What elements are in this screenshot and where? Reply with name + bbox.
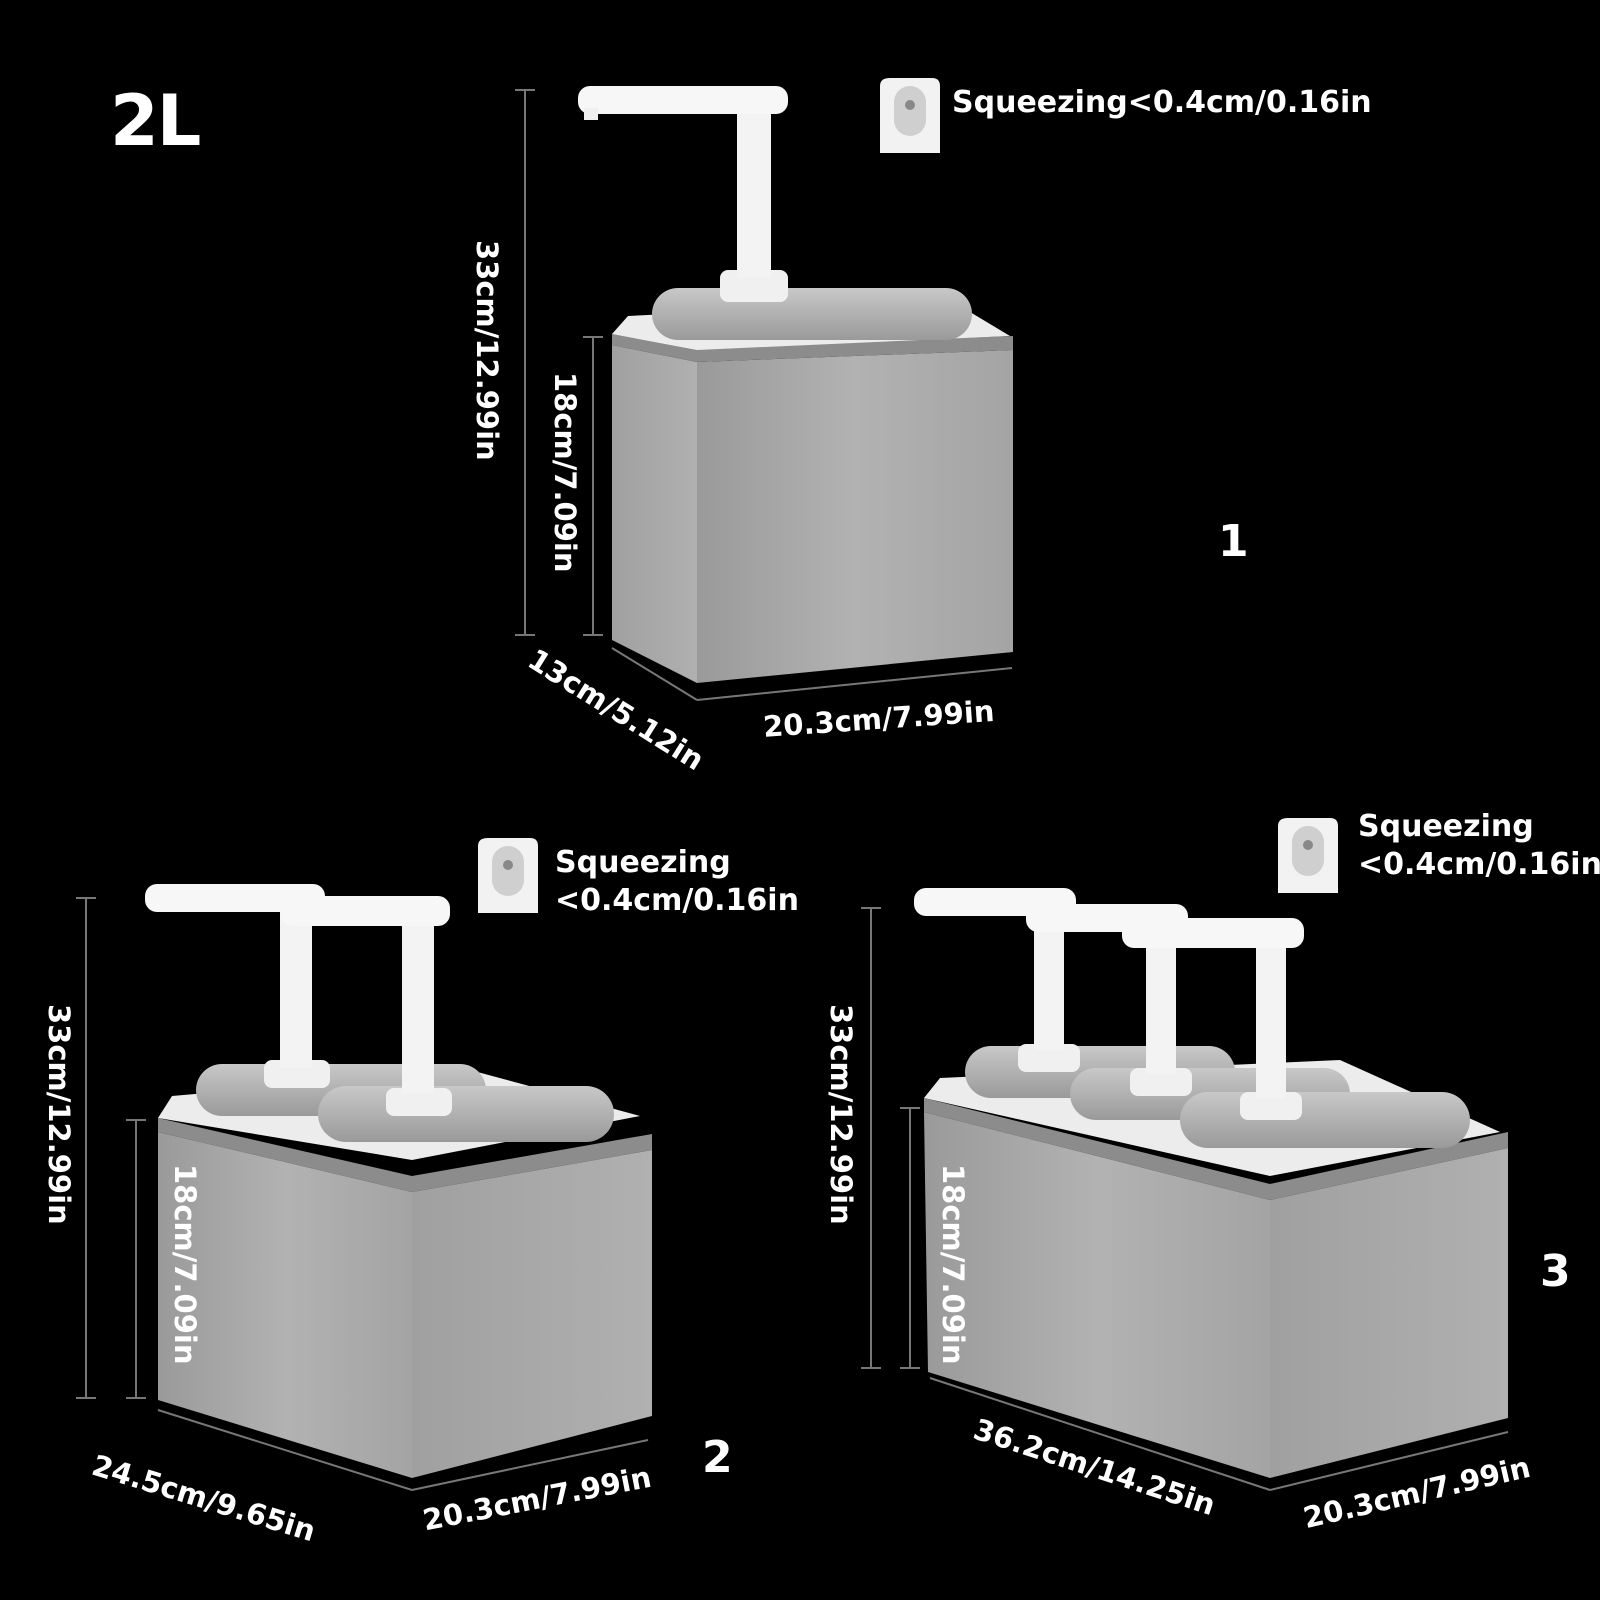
capacity-label: 2L (110, 80, 201, 162)
dispenser-3 (861, 888, 1509, 1491)
squeeze-label-3-line2: <0.4cm/0.16in (1358, 847, 1600, 882)
pump-icon (578, 86, 788, 302)
nozzle-icon (880, 78, 940, 153)
squeeze-label-3-line1: Squeezing (1358, 809, 1534, 844)
squeeze-label-2-line2: <0.4cm/0.16in (555, 883, 799, 918)
total-height-label-1: 33cm/12.99in (470, 240, 504, 461)
squeeze-label-2-line1: Squeezing (555, 845, 731, 880)
pump-icon (280, 896, 452, 1116)
body-height-label-1: 18cm/7.09in (548, 372, 582, 573)
squeeze-label-1: Squeezing<0.4cm/0.16in (952, 85, 1372, 120)
product-number-2: 2 (702, 1432, 733, 1483)
dispenser-1 (515, 86, 1013, 701)
body-height-label-2: 18cm/7.09in (168, 1164, 202, 1365)
dispenser-2 (76, 884, 652, 1491)
nozzle-icon (1278, 818, 1338, 893)
body-height-label-3: 18cm/7.09in (936, 1164, 970, 1365)
product-number-1: 1 (1218, 516, 1249, 567)
total-height-label-3: 33cm/12.99in (824, 1004, 858, 1225)
total-height-label-2: 33cm/12.99in (42, 1004, 76, 1225)
pump-icon (1122, 918, 1304, 1120)
product-number-3: 3 (1540, 1246, 1571, 1297)
nozzle-icon (478, 838, 538, 913)
pump-icon (145, 884, 330, 1088)
